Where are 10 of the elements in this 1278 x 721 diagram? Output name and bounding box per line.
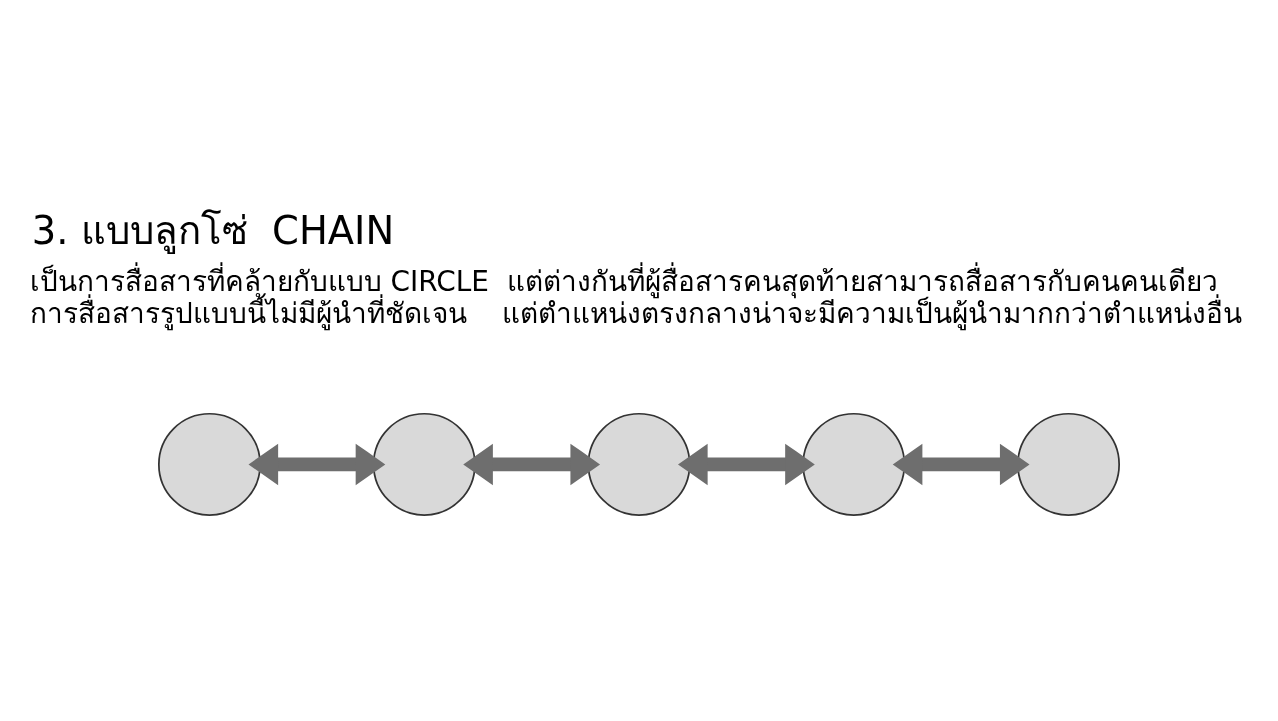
arrow xyxy=(463,443,601,486)
node-circle xyxy=(587,412,691,516)
diagram-title: 3. แบบลูกโซ่ CHAIN xyxy=(31,207,395,253)
arrow xyxy=(892,443,1030,486)
node-circle xyxy=(1017,412,1120,516)
node-circle xyxy=(158,412,261,516)
node-circle xyxy=(802,412,906,516)
arrow xyxy=(678,443,815,486)
node-circle xyxy=(372,412,476,516)
arrow xyxy=(248,443,386,486)
